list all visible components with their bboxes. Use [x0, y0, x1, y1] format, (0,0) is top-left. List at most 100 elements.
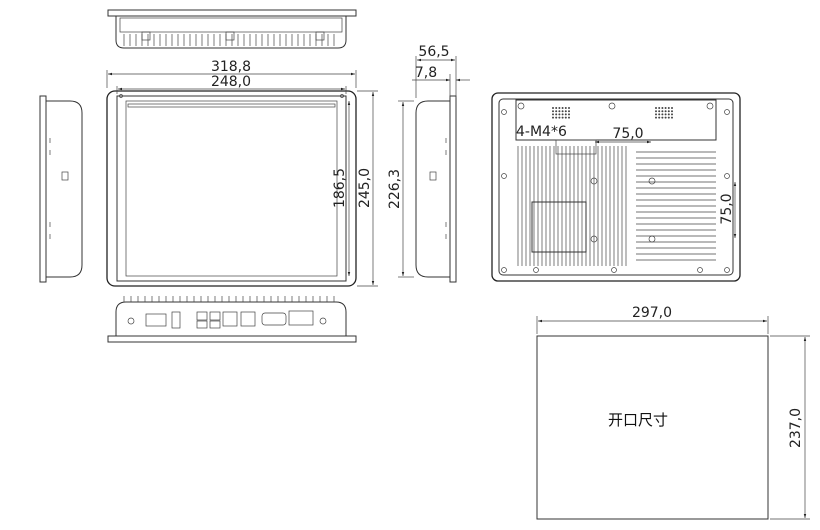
- vent-hole: [568, 107, 570, 109]
- vent-hole: [671, 107, 673, 109]
- vesa-screw-icon: [648, 235, 656, 243]
- dim-overall-width: 318,8: [106, 59, 357, 88]
- cutout-title: 开口尺寸: [608, 411, 668, 429]
- vent-hole: [658, 110, 661, 113]
- power-button-icon: [127, 317, 135, 325]
- right-side-view: [415, 95, 457, 283]
- vent-hole: [661, 107, 664, 109]
- ethernet-port-icon: [222, 311, 238, 327]
- vent-hole: [564, 113, 567, 116]
- vent-hole: [671, 110, 673, 113]
- vent-hole: [661, 113, 664, 116]
- top-heatsink-fins: [123, 34, 335, 46]
- vent-hole: [568, 116, 570, 119]
- screen-height-label: 186,5: [332, 168, 348, 208]
- mount-spec-label: 4-M4*6: [516, 124, 567, 140]
- terminal-block-icon: [288, 310, 314, 326]
- vent-hole: [558, 107, 561, 109]
- overall-width-label: 318,8: [211, 59, 251, 75]
- top-view: [107, 9, 357, 49]
- cutout-width-label: 297,0: [632, 305, 672, 321]
- vent-hole: [564, 107, 567, 109]
- usb-port-icon: [209, 320, 221, 329]
- vent-hole: [655, 110, 657, 113]
- vent-hole: [655, 116, 657, 119]
- usb-port-icon: [196, 311, 208, 321]
- dim-overall-height: 245,0: [357, 90, 378, 287]
- bottom-io-view: [107, 296, 357, 343]
- screw-icon: [319, 317, 327, 325]
- back-heatsink-fins: [517, 146, 716, 266]
- vent-hole: [667, 110, 670, 113]
- cpu-cover: [531, 201, 587, 253]
- vent-grid-left: [552, 107, 570, 119]
- vent-hole: [658, 113, 661, 116]
- vent-hole: [552, 113, 554, 116]
- vesa-screw-icon: [706, 102, 714, 110]
- vent-hole: [658, 116, 661, 119]
- back-view: 4-M4*6 75,0 75,0: [491, 92, 741, 282]
- dim-screen-width: 248,0: [116, 74, 347, 94]
- vent-hole: [561, 107, 564, 109]
- vent-hole: [568, 110, 570, 113]
- vent-hole: [561, 110, 564, 113]
- vent-hole: [671, 116, 673, 119]
- vent-hole: [661, 116, 664, 119]
- vent-hole: [667, 107, 670, 109]
- cutout-height-label: 237,0: [788, 408, 804, 448]
- vent-hole: [552, 107, 554, 109]
- vent-hole: [568, 113, 570, 116]
- display-area: [125, 100, 338, 277]
- bottom-heatsink-fins: [123, 296, 335, 302]
- vent-hole: [661, 110, 664, 113]
- screen-width-label: 248,0: [211, 74, 251, 90]
- vent-hole: [564, 110, 567, 113]
- vent-hole: [655, 107, 657, 109]
- vent-hole: [664, 107, 667, 109]
- vent-hole: [558, 113, 561, 116]
- front-bezel: [106, 90, 357, 287]
- dc-input-icon: [145, 313, 167, 327]
- vesa-screw-icon: [608, 102, 616, 110]
- mount-v-spacing-label: 75,0: [719, 193, 735, 224]
- vent-hole: [658, 107, 661, 109]
- vent-hole: [671, 113, 673, 116]
- mount-h-spacing-label: 75,0: [612, 126, 643, 142]
- vesa-screw-icon: [517, 102, 525, 110]
- usb-port-icon: [171, 311, 181, 329]
- vent-hole: [555, 110, 558, 113]
- vent-hole: [667, 116, 670, 119]
- vent-hole: [558, 110, 561, 113]
- vent-hole: [555, 107, 558, 109]
- vent-hole: [552, 116, 554, 119]
- front-view: [106, 90, 357, 287]
- vent-hole: [655, 113, 657, 116]
- vent-hole: [664, 116, 667, 119]
- cutout-drawing: 297,0 237,0 开口尺寸: [536, 305, 810, 520]
- back-frame: [491, 92, 741, 282]
- dim-side-height: 226,3: [387, 100, 414, 278]
- vent-hole: [561, 116, 564, 119]
- usb-port-icon: [209, 311, 221, 321]
- usb-port-icon: [196, 320, 208, 329]
- bezel-depth-label: 7,8: [415, 65, 437, 81]
- overall-height-label: 245,0: [357, 168, 373, 208]
- cutout-rect: [536, 335, 769, 520]
- vent-hole: [564, 116, 567, 119]
- label-area: [515, 99, 717, 141]
- dim-depth: 56,5 7,8: [412, 44, 470, 98]
- vent-hole: [561, 113, 564, 116]
- vent-hole: [555, 113, 558, 116]
- ethernet-port-icon: [240, 311, 256, 327]
- depth-label: 56,5: [418, 44, 449, 60]
- vent-hole: [558, 116, 561, 119]
- vent-hole: [664, 110, 667, 113]
- vent-hole: [552, 110, 554, 113]
- vent-grid-right: [655, 107, 673, 119]
- dim-screen-height: 186,5: [332, 101, 351, 276]
- vent-hole: [555, 116, 558, 119]
- vent-hole: [667, 113, 670, 116]
- serial-port-icon: [261, 312, 287, 326]
- vesa-screw-icon: [648, 177, 656, 185]
